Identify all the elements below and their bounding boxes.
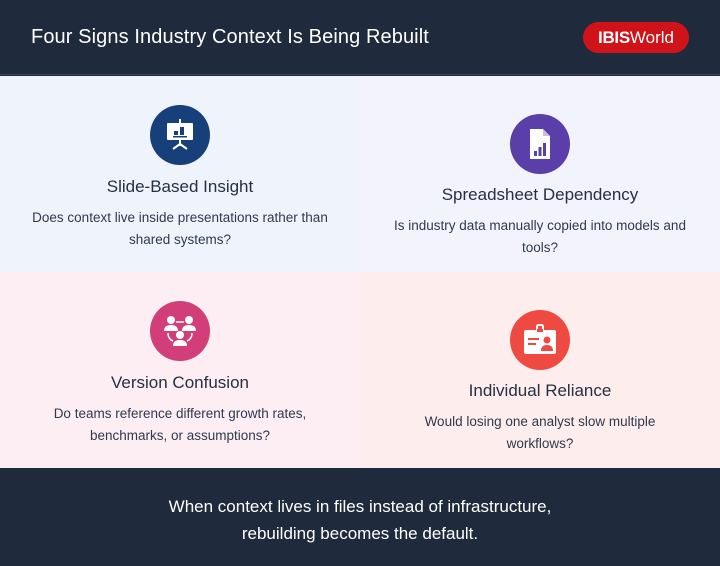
- sign-title: Slide-Based Insight: [106, 177, 254, 196]
- sign-card-individual-reliance: Individual Reliance Would losing one ana…: [360, 272, 720, 468]
- sign-description: Would losing one analyst slow multiple w…: [424, 414, 656, 451]
- team-network-icon: [150, 301, 210, 361]
- sign-card-spreadsheet-dependency: Spreadsheet Dependency Is industry data …: [360, 76, 720, 272]
- logo-regular: World: [629, 27, 674, 47]
- spreadsheet-file-icon: [510, 114, 570, 174]
- sign-description: Does context live inside presentations r…: [32, 210, 328, 247]
- presentation-board-icon: [150, 105, 210, 165]
- page-title: Four Signs Industry Context Is Being Reb…: [31, 26, 429, 48]
- sign-description: Do teams reference different growth rate…: [53, 406, 307, 443]
- sign-title: Individual Reliance: [468, 381, 612, 400]
- footer-message: When context lives in files instead of i…: [0, 493, 720, 547]
- sign-card-slide-based-insight: Slide-Based Insight Does context live in…: [0, 76, 360, 272]
- sign-title: Version Confusion: [111, 373, 249, 392]
- footer-line-2: rebuilding becomes the default.: [241, 524, 479, 543]
- footer-line-1: When context lives in files instead of i…: [168, 497, 552, 516]
- sign-description: Is industry data manually copied into mo…: [394, 218, 686, 255]
- sign-card-version-confusion: Version Confusion Do teams reference dif…: [0, 272, 360, 468]
- id-badge-icon: [510, 310, 570, 370]
- sign-title: Spreadsheet Dependency: [441, 185, 639, 204]
- footer: When context lives in files instead of i…: [0, 468, 720, 566]
- logo-bold: IBIS: [598, 27, 630, 47]
- header: Four Signs Industry Context Is Being Reb…: [0, 0, 720, 75]
